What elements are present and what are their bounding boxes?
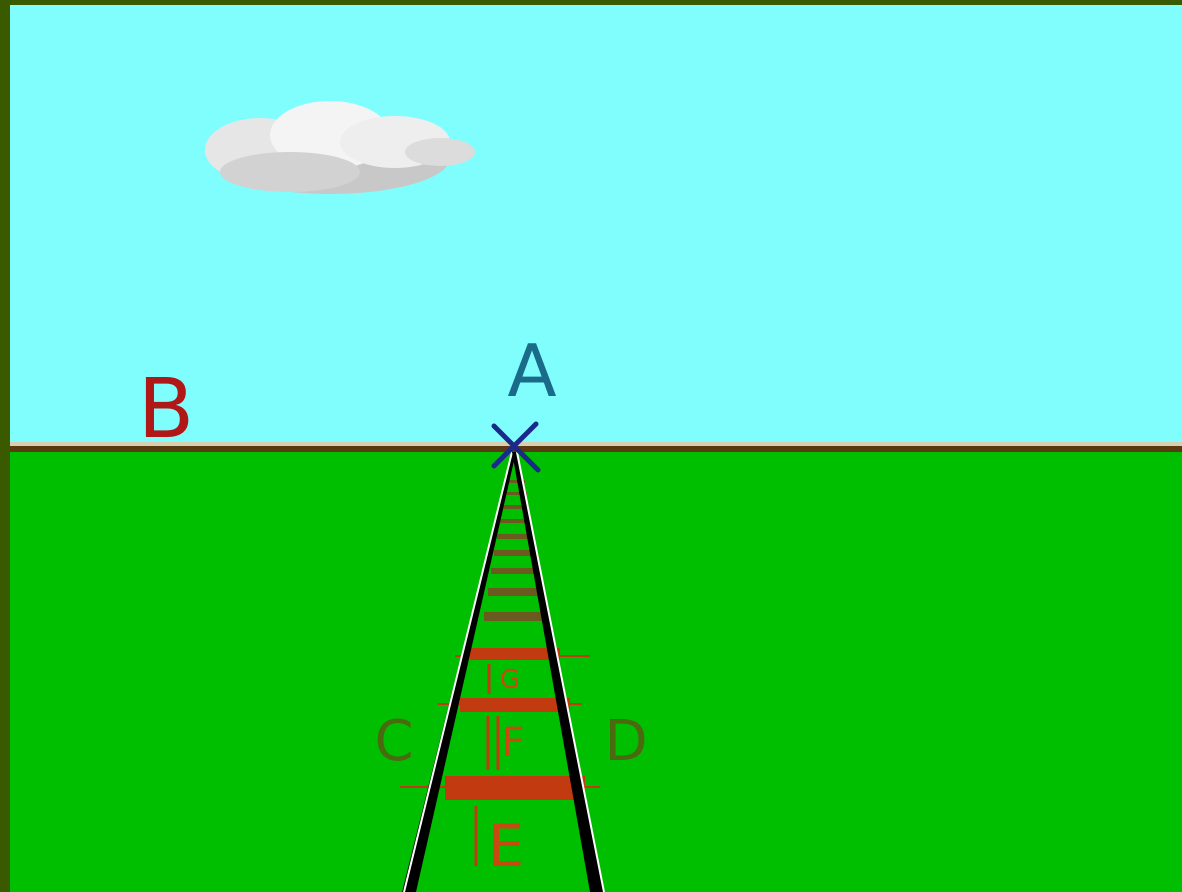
- label-f: F: [501, 720, 524, 766]
- sleeper: [484, 612, 546, 621]
- sleeper: [491, 568, 539, 574]
- label-d: D: [604, 709, 647, 774]
- label-c: C: [374, 709, 413, 774]
- label-g: G: [500, 665, 520, 695]
- ground: [10, 450, 1182, 892]
- label-b: B: [138, 362, 194, 457]
- label-a: A: [507, 329, 556, 413]
- sleeper-marked-g: [470, 648, 560, 660]
- label-e: E: [488, 812, 525, 880]
- sleeper: [488, 588, 542, 596]
